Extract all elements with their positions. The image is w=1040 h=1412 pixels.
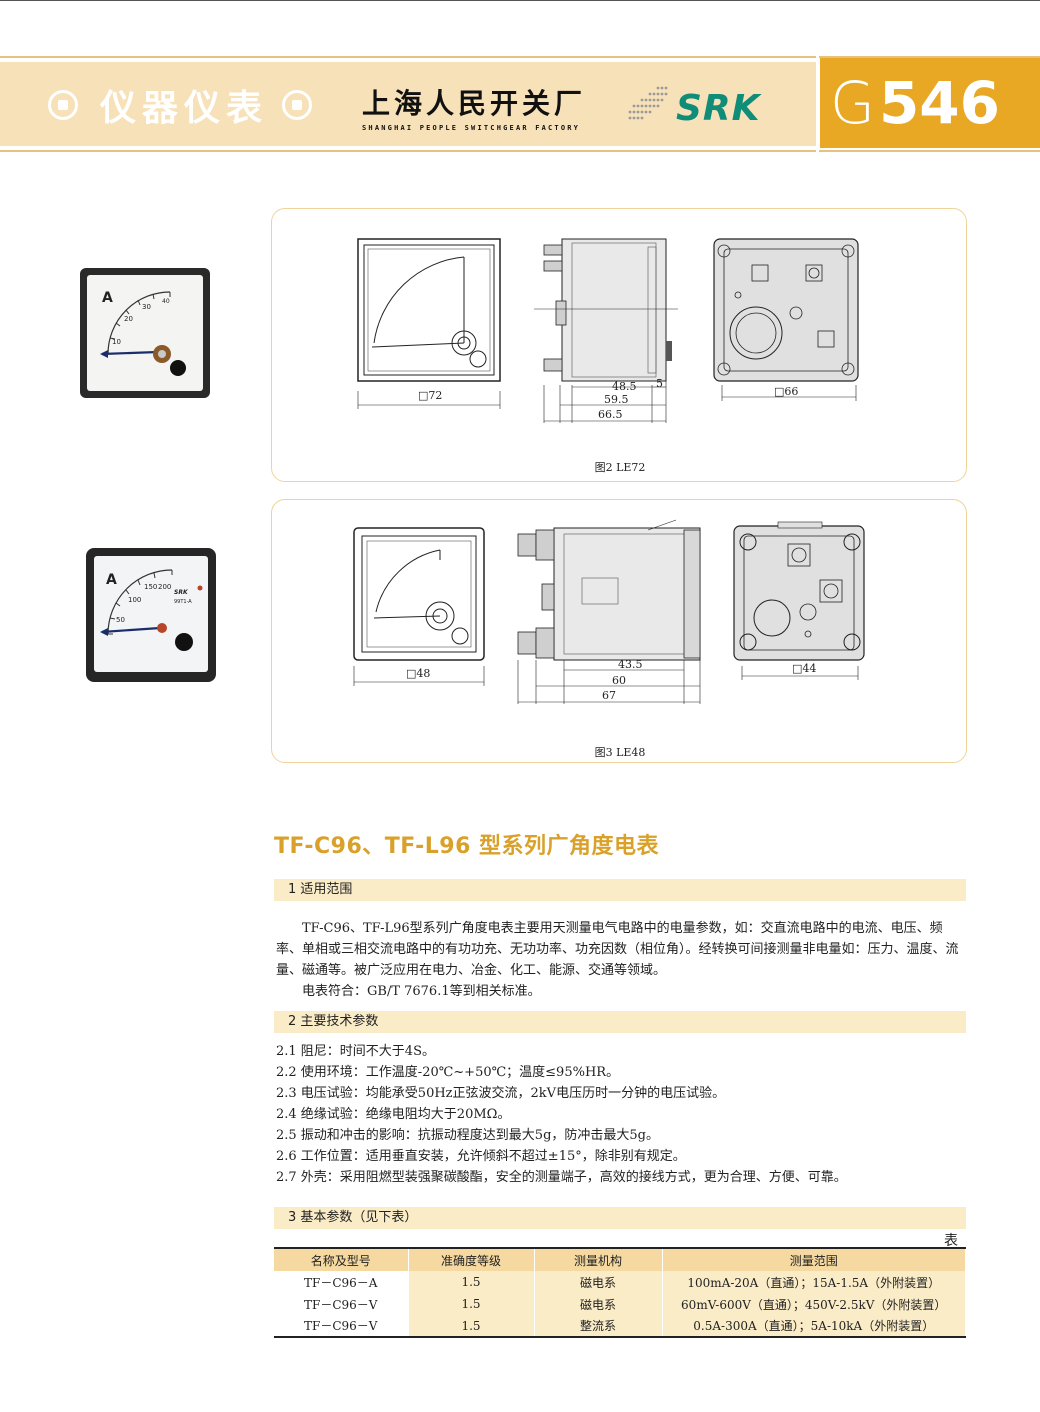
scale-label: 150 [144, 583, 157, 591]
dimension-drawing: □72 48.5 5 59.5 66.5 [357, 238, 859, 423]
table-cell: 1.5 [408, 1315, 535, 1338]
bullet-icon [282, 90, 313, 120]
table-header-row: 名称及型号 准确度等级 测量机构 测量范围 [274, 1247, 966, 1271]
table-cell: 1.5 [408, 1293, 535, 1315]
dim-depth-2: 5 [656, 377, 663, 390]
dim-front: □72 [418, 389, 442, 402]
tech-item: 2.1 阻尼：时间不大于4S。 [276, 1044, 435, 1059]
category-text: 仪器仪表 [100, 88, 269, 129]
brand-logo: SRK [676, 88, 761, 129]
meter-model: 99T1-A [174, 599, 192, 605]
table-cell: 磁电系 [534, 1293, 663, 1315]
top-rule [0, 0, 1040, 1]
scale-label: 10 [112, 338, 121, 346]
standard-paragraph: 电表符合：GB/T 7676.1等到相关标准。 [302, 984, 541, 999]
dot-pattern-icon [628, 86, 668, 120]
table-row: TF－C96－V 1.5 磁电系 60mV-600V（直通）；450V-2.5k… [274, 1293, 966, 1315]
page-number: 546 [878, 69, 1001, 137]
table-cell: TF－C96－V [274, 1293, 409, 1315]
dim-depth-3: 59.5 [604, 393, 629, 406]
tech-item: 2.2 使用环境：工作温度-20℃~+50℃；温度≤95%HR。 [276, 1065, 620, 1080]
table-header: 准确度等级 [408, 1247, 535, 1271]
tech-item: 2.4 绝缘试验：绝缘电阻均大于20MΩ。 [276, 1107, 511, 1122]
header-band [0, 62, 818, 146]
scale-label: 200 [158, 583, 171, 591]
table-label: 表 [944, 1233, 958, 1249]
scale-label: 50 [116, 616, 125, 624]
table-cell: TF－C96－V [274, 1315, 409, 1338]
tech-item: 2.3 电压试验：均能承受50Hz正弦波交流，2kV电压历时一分钟的电压试验。 [276, 1086, 726, 1101]
table-cell: TF－C96－A [274, 1271, 409, 1293]
dimension-figure-le72: □72 48.5 5 59.5 66.5 [271, 208, 967, 482]
company-logo: 上海人民开关厂 SHANGHAI PEOPLE SWITCHGEAR FACTO… [362, 82, 586, 132]
section-heading-tech: 2 主要技术参数 [274, 1011, 966, 1033]
scale-label: 20 [124, 315, 133, 323]
company-name-cn: 上海人民开关厂 [362, 87, 587, 120]
meter-photo-72: A 10 20 30 40 [80, 268, 210, 398]
tech-item: 2.6 工作位置：适用垂直安装，允许倾斜不超过±15°，除非别有规定。 [276, 1149, 686, 1164]
table-cell: 60mV-600V（直通）；450V-2.5kV（外附装置） [662, 1293, 966, 1315]
dim-back: □44 [792, 662, 816, 675]
figure-caption: 图2 LE72 [594, 461, 646, 474]
section-heading-scope: 1 适用范围 [274, 879, 966, 901]
dimension-figure-le48: □48 43.5 60 67 [271, 499, 967, 763]
scale-label: 30 [142, 303, 151, 311]
dimension-drawing: □48 43.5 60 67 [353, 519, 865, 704]
table-row: TF－C96－V 1.5 整流系 0.5A-300A（直通）；5A-10kA（外… [274, 1315, 966, 1338]
meter-brand: SRK [174, 589, 189, 596]
scale-label: 40 [162, 298, 170, 305]
table-header: 名称及型号 [274, 1247, 409, 1271]
table-cell: 整流系 [534, 1315, 663, 1338]
table-cell: 1.5 [408, 1271, 535, 1293]
header-rule-bottom [0, 150, 1040, 152]
scope-paragraph: TF-C96、TF-L96型系列广角度电表主要用天测量电气电路中的电量参数，如：… [276, 921, 959, 978]
dim-depth-1: 43.5 [618, 658, 643, 671]
table-header: 测量范围 [662, 1247, 966, 1271]
tech-parameters: 2.1 阻尼：时间不大于4S。 2.2 使用环境：工作温度-20℃~+50℃；温… [276, 1041, 968, 1188]
meter-photo-48: A 50 100 150 200 SRK 99T1-A [86, 548, 216, 682]
page-letter: G [830, 69, 875, 137]
table-header: 测量机构 [534, 1247, 663, 1271]
company-name-en: SHANGHAI PEOPLE SWITCHGEAR FACTORY [362, 124, 581, 132]
scale-label: 100 [128, 596, 141, 604]
table-cell: 磁电系 [534, 1271, 663, 1293]
header-separator [816, 56, 819, 152]
tech-item: 2.5 振动和冲击的影响：抗振动程度达到最大5g，防冲击最大5g。 [276, 1128, 659, 1143]
dim-back: □66 [774, 385, 798, 398]
tech-item: 2.7 外壳：采用阻燃型装强聚碳酸酯，安全的测量端子，高效的接线方式，更为合理、… [276, 1170, 847, 1185]
bullet-icon [48, 90, 78, 120]
dim-depth-4: 66.5 [598, 408, 623, 421]
meter-unit: A [102, 290, 113, 306]
table-cell: 0.5A-300A（直通）；5A-10kA（外附装置） [662, 1315, 966, 1338]
dim-depth-1: 48.5 [612, 380, 637, 393]
meter-unit: A [106, 572, 117, 588]
category-label: 仪器仪表 [48, 80, 313, 130]
figure-caption: 图3 LE48 [594, 746, 646, 759]
table-row: TF－C96－A 1.5 磁电系 100mA-20A（直通）；15A-1.5A（… [274, 1271, 966, 1293]
dim-depth-3: 60 [612, 674, 626, 687]
scope-text: TF-C96、TF-L96型系列广角度电表主要用天测量电气电路中的电量参数，如：… [276, 918, 968, 1002]
dim-depth-4: 67 [602, 689, 616, 702]
table-cell: 100mA-20A（直通）；15A-1.5A（外附装置） [662, 1271, 966, 1293]
product-title: TF-C96、TF-L96 型系列广角度电表 [274, 834, 660, 859]
page-number-block: G 546 [820, 58, 1040, 148]
parameter-table: 名称及型号 准确度等级 测量机构 测量范围 TF－C96－A 1.5 磁电系 1… [274, 1247, 966, 1338]
dim-front: □48 [406, 667, 430, 680]
section-heading-basic: 3 基本参数（见下表） [274, 1207, 966, 1229]
header-rule-top [0, 56, 1040, 58]
